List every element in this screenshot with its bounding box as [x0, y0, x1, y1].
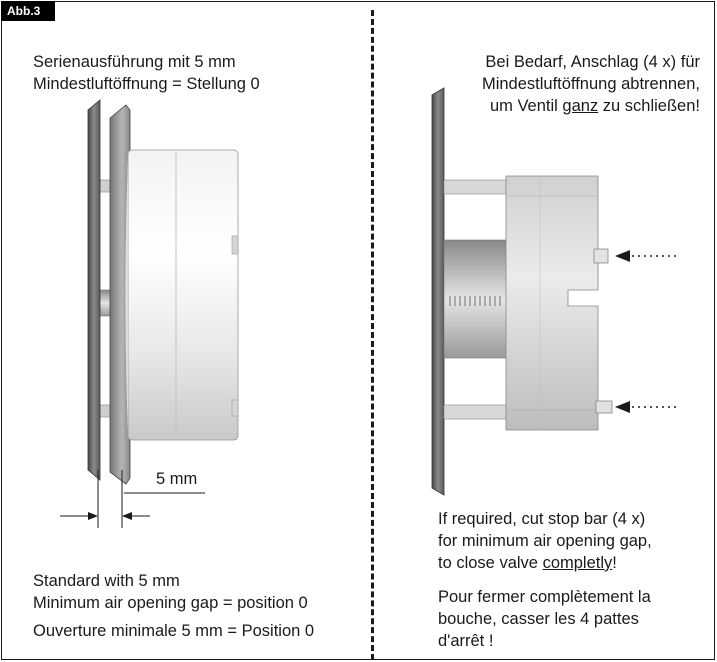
right-top-line3-post: zu schließen!: [598, 97, 700, 115]
left-top-text: Serienausführung mit 5 mm Mindestluftöff…: [33, 53, 260, 93]
right-en-line1: If required, cut stop bar (4 x): [438, 510, 646, 528]
dimension-label: 5 mm: [156, 470, 198, 488]
right-en-line2: for minimum air opening gap,: [438, 532, 652, 550]
right-en-line3-post: !: [612, 554, 617, 572]
right-en-line3-pre: to close valve: [438, 554, 543, 572]
left-bottom-french: Ouverture minimale 5 mm = Position 0: [33, 622, 315, 640]
right-top-line3-pre: um Ventil: [489, 97, 563, 115]
left-bottom-english: Standard with 5 mm Minimum air opening g…: [33, 572, 308, 612]
right-french-text: Pour fermer complètement la bouche, cass…: [438, 588, 651, 650]
right-en-line3-underlined: completly: [542, 554, 613, 572]
right-top-text: Bei Bedarf, Anschlag (4 x) für Mindestlu…: [390, 51, 700, 117]
right-valve-drawing: [431, 87, 680, 496]
right-english-text: If required, cut stop bar (4 x) for mini…: [438, 508, 708, 574]
right-top-line1: Bei Bedarf, Anschlag (4 x) für: [485, 53, 700, 71]
figure-label: Abb.3: [1, 1, 55, 21]
right-top-line3-underlined: ganz: [562, 97, 599, 115]
left-valve-drawing: [60, 99, 239, 528]
right-top-line2: Mindestluftöffnung abtrennen,: [481, 75, 700, 93]
dashed-divider: [371, 10, 374, 660]
